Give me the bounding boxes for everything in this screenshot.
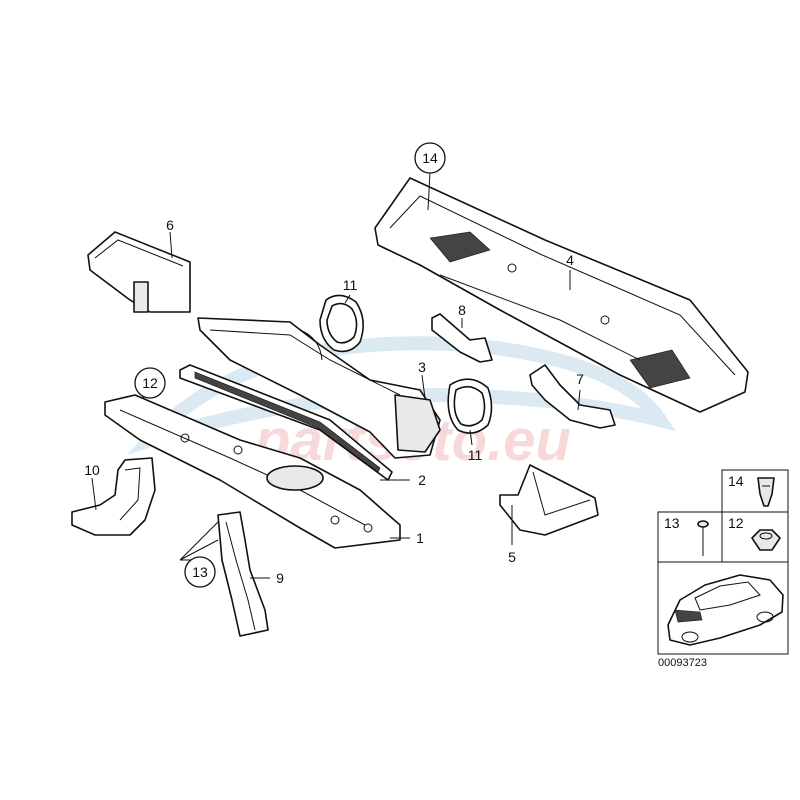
callouts: 14 4 6 11 8 3 7 12 11 2 10 1 5 13 9 xyxy=(84,142,584,588)
part-10-body xyxy=(71,457,156,536)
leader-3 xyxy=(421,374,426,399)
part-9-edge xyxy=(225,521,256,631)
part-10-duct xyxy=(71,457,156,536)
part-4-hole xyxy=(507,263,517,273)
part-5-body xyxy=(499,464,599,536)
part-4-cowl-cover xyxy=(374,177,749,413)
part-9-body xyxy=(217,511,269,637)
legend-label-13: 13 xyxy=(664,515,680,531)
callout-8: 8 xyxy=(458,302,466,318)
part-11-gasket-upper xyxy=(319,294,364,353)
legend-cell-13 xyxy=(657,511,723,563)
leader-lines xyxy=(91,171,581,579)
part-3-housing xyxy=(197,317,441,459)
part-7-bracket xyxy=(529,364,616,429)
callout-10: 10 xyxy=(84,462,100,478)
part-6-bracket xyxy=(87,231,191,313)
part-1-hole-1 xyxy=(180,433,190,443)
legend-cell-14 xyxy=(721,469,789,513)
part-4-body xyxy=(374,177,749,413)
callout-11-lower: 11 xyxy=(468,447,483,463)
part-3-round xyxy=(299,329,323,361)
part-4-edge xyxy=(389,195,736,376)
callout-2: 2 xyxy=(418,472,426,488)
callout-12-circle xyxy=(134,367,166,399)
part-1-body xyxy=(104,394,401,549)
part-11-gasket-lower xyxy=(447,378,493,434)
nut-icon xyxy=(751,529,781,551)
part-3-body xyxy=(197,317,441,459)
callout-14: 14 xyxy=(422,150,438,166)
part-1-channel xyxy=(104,394,401,549)
callout-1: 1 xyxy=(416,530,424,546)
leader-13 xyxy=(179,521,219,561)
callout-7: 7 xyxy=(576,371,584,387)
part-5-edge xyxy=(532,471,591,516)
part-11-inner xyxy=(326,302,358,344)
part-2-texture xyxy=(194,371,381,473)
part-8-bracket xyxy=(431,313,493,363)
callout-3: 3 xyxy=(418,359,426,375)
leader-11b xyxy=(469,429,473,446)
diagram-id: 00093723 xyxy=(658,657,707,669)
callout-4: 4 xyxy=(566,252,574,268)
callout-6: 6 xyxy=(166,217,174,233)
callout-12: 12 xyxy=(142,375,158,391)
part-4-grille-right xyxy=(629,349,691,389)
callout-9: 9 xyxy=(276,570,284,586)
legend-label-14: 14 xyxy=(728,473,744,489)
callout-5: 5 xyxy=(508,549,516,565)
part-10-edge xyxy=(119,467,141,521)
part-11b-inner xyxy=(453,385,486,427)
part-1-hole-4 xyxy=(363,523,373,533)
part-7-body xyxy=(529,364,616,429)
callout-14-circle xyxy=(414,142,446,174)
part-1-recess xyxy=(266,465,324,491)
callout-13: 13 xyxy=(192,564,208,580)
part-1-hole-2 xyxy=(233,445,243,455)
part-6-tab xyxy=(133,281,149,313)
car-icon xyxy=(667,574,784,646)
part-4-grille-left xyxy=(429,231,491,263)
legend-label-12: 12 xyxy=(728,515,744,531)
part-3-end xyxy=(394,394,441,453)
part-1-edge xyxy=(119,409,366,526)
part-4-hole-2 xyxy=(600,315,610,325)
leader-11a xyxy=(344,294,351,304)
part-2-seal xyxy=(179,364,393,481)
part-1-hole-3 xyxy=(330,515,340,525)
leader-7 xyxy=(577,389,581,411)
part-3-edge xyxy=(209,329,401,396)
leader-10 xyxy=(91,477,97,511)
fastener-legend: 14 13 12 00093723 xyxy=(657,469,789,669)
leader-14 xyxy=(427,171,431,211)
part-9-duct xyxy=(217,511,269,637)
clip-icon xyxy=(757,477,775,507)
part-6-body xyxy=(87,231,191,313)
part-5-tray xyxy=(499,464,599,536)
part-8-body xyxy=(431,313,493,363)
rivet-icon xyxy=(697,520,709,556)
leader-6 xyxy=(169,231,173,259)
part-4-lower-edge xyxy=(439,274,641,361)
callout-13-circle xyxy=(184,556,216,588)
part-6-edge xyxy=(94,239,184,267)
callout-11-upper: 11 xyxy=(343,277,358,293)
